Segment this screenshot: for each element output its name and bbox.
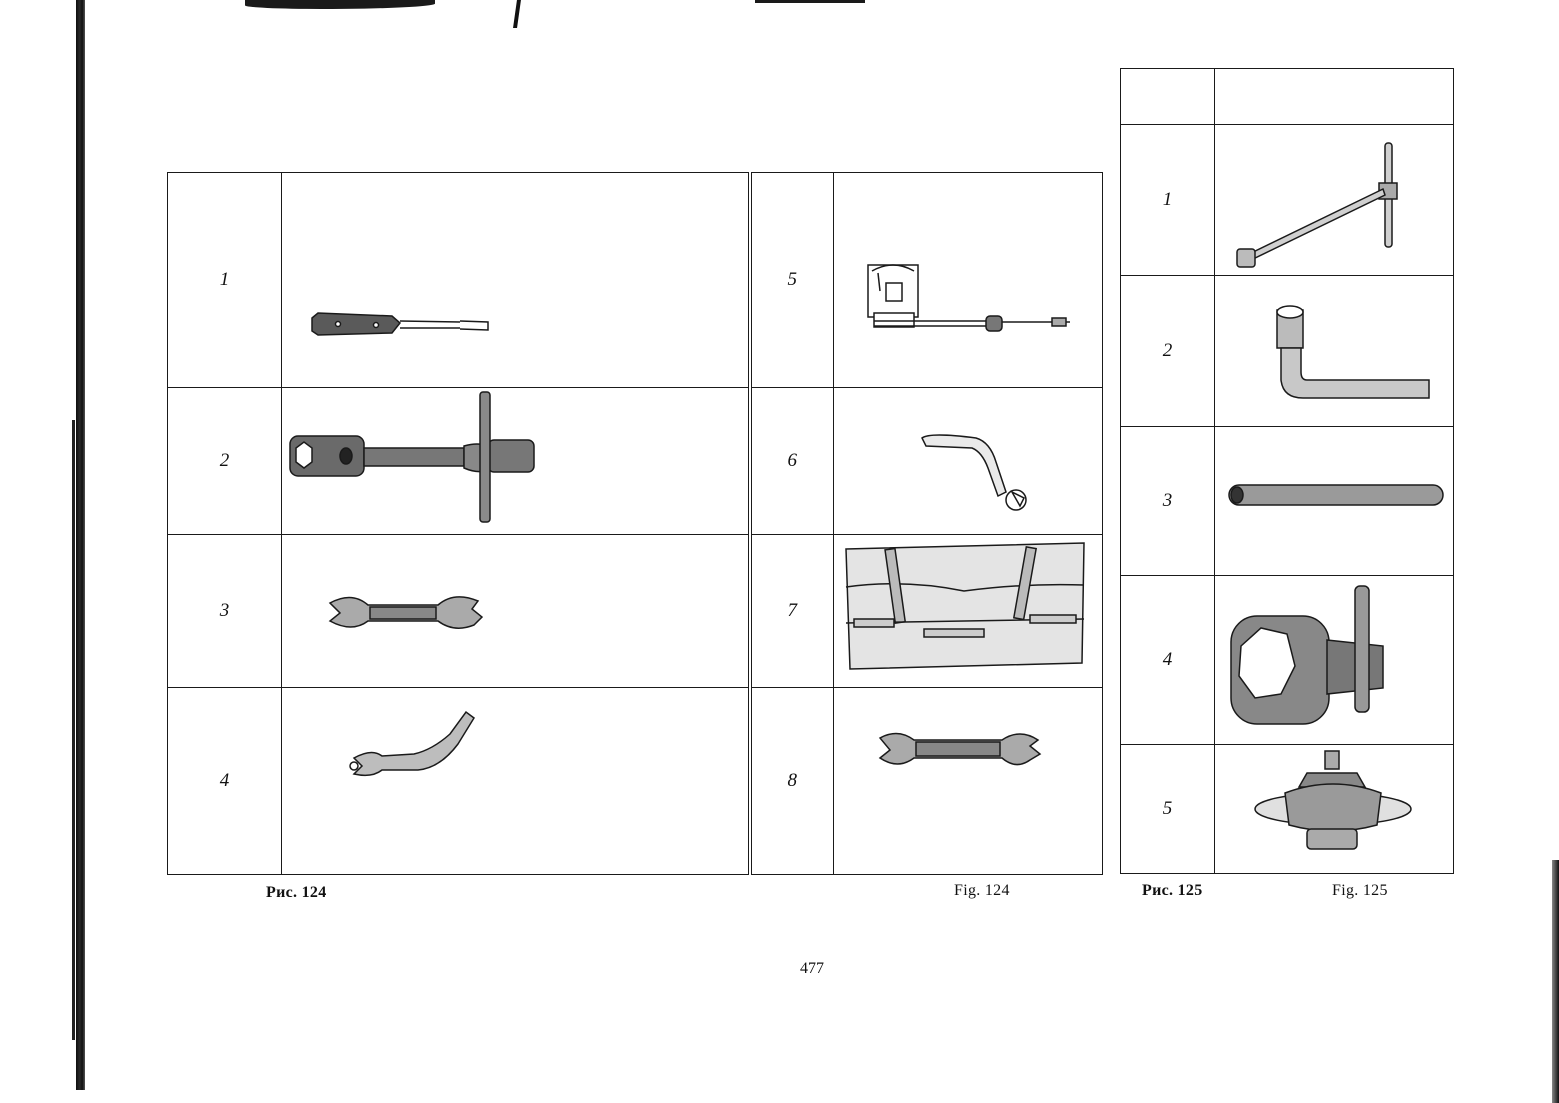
fig124-row-number: 5	[747, 172, 834, 388]
scan-shadow-left	[76, 0, 85, 1090]
screwdriver-icon	[281, 172, 750, 388]
fig125-header-cell	[1214, 68, 1454, 125]
fig124-row-number: 8	[747, 687, 834, 875]
t-bar-box-wrench-icon	[1214, 124, 1454, 276]
fig124-row-number: 7	[747, 534, 834, 688]
tommy-bar-icon	[1214, 426, 1454, 576]
cranked-spoke-wrench-icon	[833, 387, 1103, 535]
fig125-table: 1 2	[1120, 68, 1454, 874]
page-number: 477	[800, 960, 824, 977]
fig124-caption-en: Fig. 124	[954, 882, 1010, 899]
tire-pressure-gauge-icon	[833, 172, 1103, 388]
t-handle-socket-wrench-icon	[281, 387, 750, 535]
l-shaped-hex-key-icon	[1214, 275, 1454, 427]
fig125-caption-ru: Рис. 125	[1142, 882, 1203, 899]
fig124-table: 1 5	[167, 172, 1103, 875]
fig124-row-number: 2	[167, 387, 282, 535]
scan-shadow-top	[245, 0, 865, 28]
double-open-end-wrench-icon	[833, 687, 1103, 875]
fig125-row-number: 4	[1120, 575, 1215, 745]
spark-plug-wrench-icon	[1214, 744, 1454, 874]
bent-open-end-wrench-icon	[281, 687, 750, 875]
fig125-caption-en: Fig. 125	[1332, 882, 1388, 899]
fig124-row-number: 1	[167, 172, 282, 388]
fig125-row-number: 5	[1120, 744, 1215, 874]
fig125-row-number: 1	[1120, 124, 1215, 276]
scan-shadow-left-inner	[72, 420, 75, 1040]
fig124-row-number: 4	[167, 687, 282, 875]
fig124-row-number: 6	[747, 387, 834, 535]
fig125-header-cell	[1120, 68, 1215, 125]
double-open-end-wrench-icon	[281, 534, 750, 688]
fig125-row-number: 2	[1120, 275, 1215, 427]
hex-socket-wrench-icon	[1214, 575, 1454, 745]
scan-shadow-right	[1552, 860, 1559, 1103]
fig124-row-number: 3	[167, 534, 282, 688]
fig125-row-number: 3	[1120, 426, 1215, 576]
tool-bag-icon	[833, 534, 1103, 688]
fig124-caption-ru: Рис. 124	[266, 884, 327, 901]
